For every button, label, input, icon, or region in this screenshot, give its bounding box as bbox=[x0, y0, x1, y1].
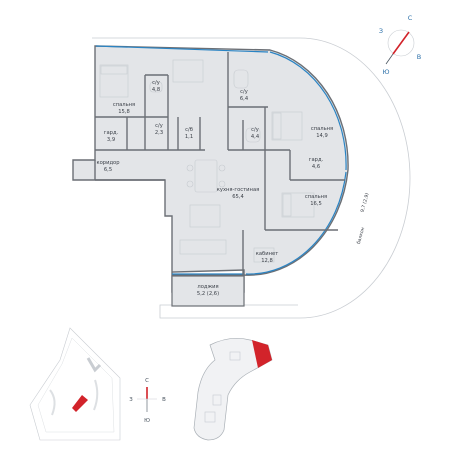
balcony-name: балкон bbox=[356, 227, 366, 245]
interior-walls bbox=[94, 52, 345, 275]
wardrobe1-area: 3,9 bbox=[107, 137, 115, 143]
corridor-area: 6,5 bbox=[104, 167, 112, 173]
compass-large-east: В bbox=[417, 53, 421, 61]
bath4-name: с/у bbox=[251, 127, 259, 133]
bath2-area: 2,3 bbox=[155, 130, 163, 136]
kitchen-name: кухня-гостиная bbox=[217, 187, 260, 193]
compass-large bbox=[385, 29, 415, 65]
glazing-curve-2 bbox=[245, 171, 347, 275]
loggia-floor bbox=[171, 275, 245, 307]
loggia-area: 5,2 (2,6) bbox=[197, 291, 219, 297]
wardrobe2-area: 4,6 bbox=[312, 164, 320, 170]
apartment-floor bbox=[72, 45, 349, 293]
terrace-outline bbox=[92, 37, 411, 319]
bedroom1-name: спальня bbox=[113, 102, 135, 108]
compass-small-north: С bbox=[145, 378, 149, 384]
compass-large-south: Ю bbox=[382, 68, 389, 76]
bedroom3-name: спальня bbox=[305, 194, 327, 200]
glazing bbox=[95, 45, 269, 53]
compass-small bbox=[137, 387, 157, 412]
balcony-area: 9,7 (2,9) bbox=[360, 192, 371, 213]
compass-large-north: С bbox=[408, 14, 413, 22]
furniture bbox=[99, 59, 315, 263]
keyplan-highlight bbox=[252, 340, 272, 368]
glazing-curve bbox=[269, 51, 347, 171]
study-area: 12,8 bbox=[261, 258, 273, 264]
bedroom2-name: спальня bbox=[311, 126, 333, 132]
site-highlight bbox=[72, 395, 88, 412]
kitchen-area: 65,4 bbox=[232, 194, 244, 200]
corridor-name: коридор bbox=[96, 160, 120, 166]
wardrobe1-name: гард. bbox=[104, 130, 119, 136]
bedroom3-area: 16,5 bbox=[310, 201, 322, 207]
compass-needle-north bbox=[392, 31, 410, 55]
study-name: кабинет bbox=[256, 251, 279, 257]
compass-small-east: В bbox=[162, 397, 166, 403]
bedroom1-area: 15,8 bbox=[118, 109, 130, 115]
closet1-name: с/б bbox=[185, 127, 193, 133]
site-plan bbox=[29, 327, 121, 441]
bath1-name: с/у bbox=[152, 80, 160, 86]
wardrobe2-name: гард. bbox=[309, 157, 324, 163]
bath3-area: 6,4 bbox=[240, 96, 249, 102]
loggia-name: лоджия bbox=[197, 284, 218, 290]
bath3-name: с/у bbox=[240, 89, 248, 95]
compass-needle-south bbox=[385, 53, 394, 65]
bedroom2-area: 14,9 bbox=[316, 133, 328, 139]
compass-large-west: З bbox=[379, 27, 383, 35]
bath2-name: с/у bbox=[155, 123, 163, 129]
bath4-area: 4,4 bbox=[251, 134, 260, 140]
closet1-area: 1,1 bbox=[185, 134, 193, 140]
building-keyplan bbox=[193, 338, 273, 441]
compass-small-west: З bbox=[129, 397, 133, 403]
bath1-area: 4,8 bbox=[152, 87, 160, 93]
compass-small-south: Ю bbox=[144, 418, 150, 424]
